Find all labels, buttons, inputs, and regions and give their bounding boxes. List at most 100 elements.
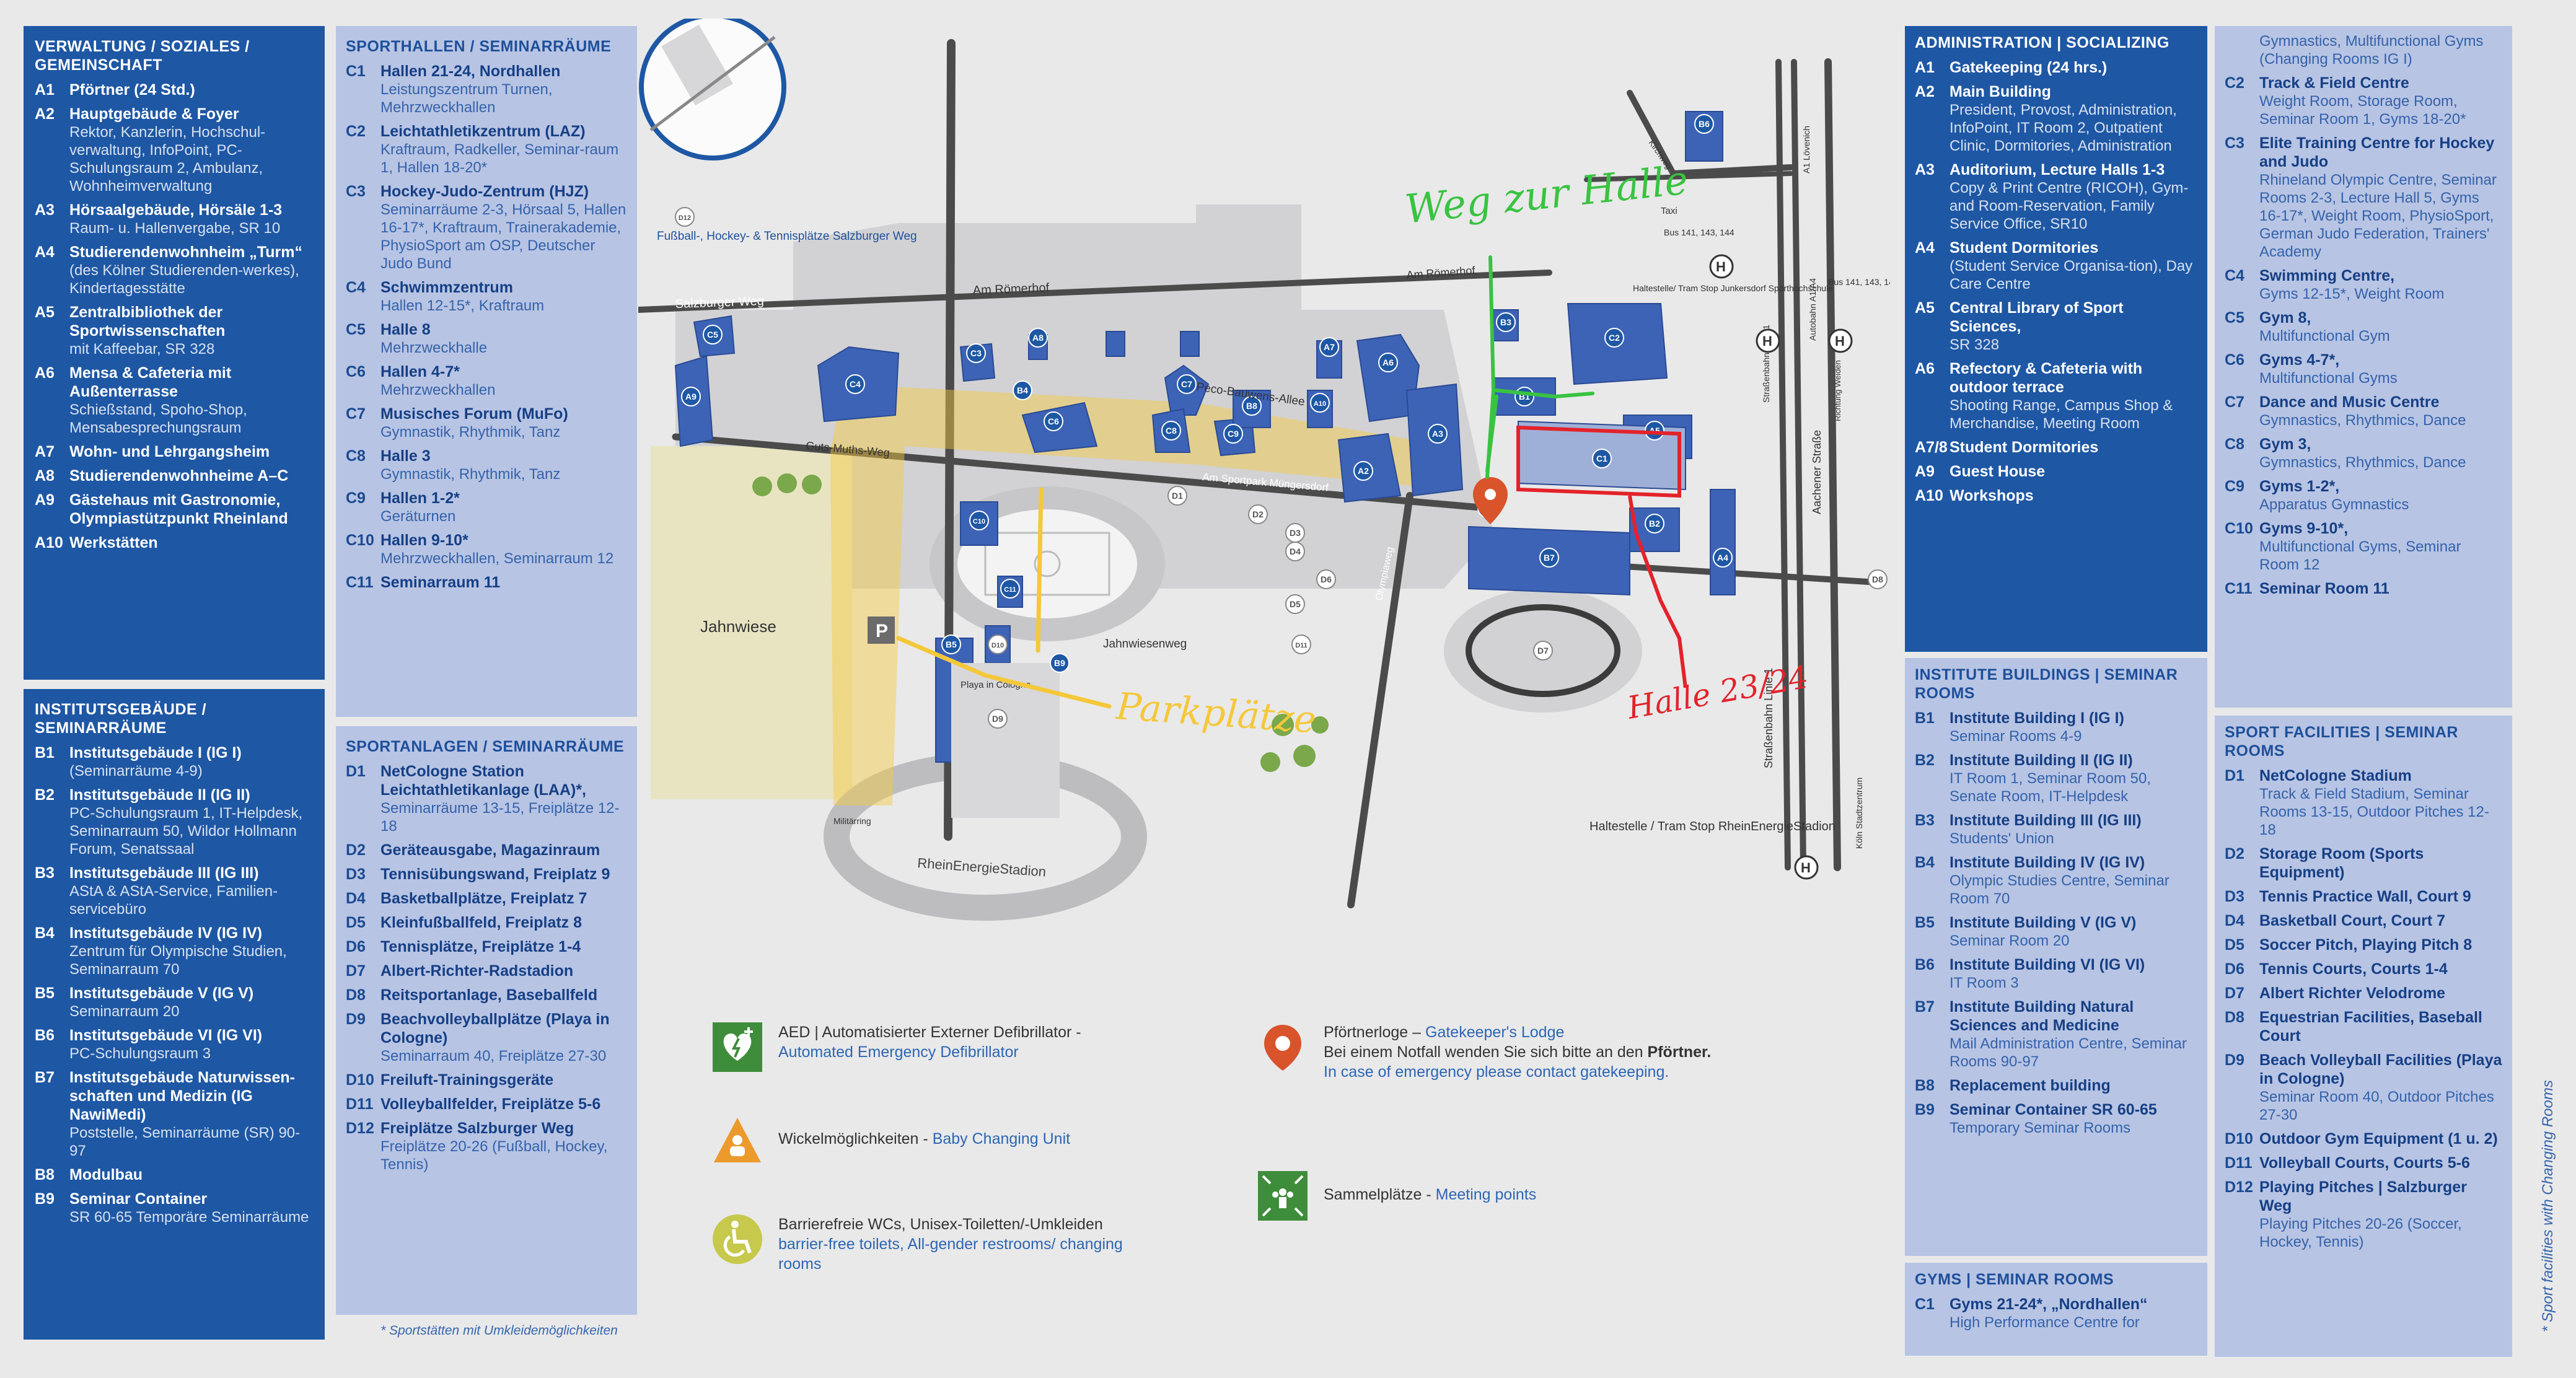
entry-name: Reitsportanlage, Baseballfeld — [380, 986, 598, 1004]
map-label-c6: C6 — [1044, 411, 1063, 431]
entry-name: Basketballplätze, Freiplatz 7 — [380, 890, 587, 907]
entry-code: D3 — [2225, 888, 2244, 905]
entry-sub: Mehrzweckhalle — [380, 340, 488, 356]
entry-name: Institutsgebäude I (IG I) — [69, 744, 242, 761]
entry-code: B5 — [35, 985, 55, 1002]
map-label-d12: D12 — [675, 207, 695, 227]
entry-code: D7 — [346, 962, 366, 980]
svg-text:H: H — [1801, 860, 1811, 876]
entry-sub: Multifunctional Gyms — [2259, 370, 2398, 387]
map-label-a8: A8 — [1028, 328, 1048, 348]
entry-name: Hockey-Judo-Zentrum (HJZ) — [380, 183, 589, 200]
legend-wc-en: barrier-free toilets, All-gender restroo… — [778, 1235, 1123, 1273]
entry-name: Institutsgebäude II (IG II) — [69, 786, 250, 804]
entry-code: C1 — [1915, 1296, 1935, 1313]
entry-name: Equestrian Facilities, Baseball Court — [2259, 1009, 2482, 1045]
entry-name: Pförtner (24 Std.) — [69, 81, 195, 99]
entry-code: D10 — [346, 1071, 374, 1089]
playa-area — [951, 663, 1060, 818]
entry-sub: Raum- u. Hallenvergabe, SR 10 — [69, 220, 281, 237]
entry-code: B4 — [35, 924, 55, 942]
entry-code: D3 — [346, 866, 366, 883]
svg-text:A9: A9 — [685, 392, 697, 402]
entry-sub: Geräturnen — [380, 508, 456, 525]
map-label-b6: B6 — [1694, 114, 1714, 134]
panel-title: SPORTHALLEN / SEMINARRÄUME — [346, 38, 612, 55]
entry-code: B2 — [1915, 752, 1935, 769]
entry-name: Zentralbibliothek der Sportwissenschafte… — [69, 304, 226, 340]
entry-code: A9 — [1915, 463, 1935, 480]
map-label-b3: B3 — [1496, 312, 1516, 332]
legend-gate-en2: In case of emergency please contact gate… — [1324, 1063, 1669, 1081]
street-richtung-weiden: Richtung Weiden — [1833, 360, 1842, 421]
road-tram-line1b — [1791, 59, 1806, 871]
entry-code: C11 — [2225, 580, 2253, 597]
legend-entry: Gymnastics, Multifunctional Gyms (Changi… — [2225, 32, 2502, 68]
legend-meeting: Sammelplätze - Meeting points — [1258, 1171, 1536, 1221]
legend-aed-en: Automated Emergency Defibrillator — [778, 1043, 1019, 1061]
entry-code: C7 — [346, 405, 366, 423]
map-label-d6: D6 — [1316, 569, 1336, 589]
svg-text:B8: B8 — [1246, 401, 1257, 411]
entry-name: Refectory & Cafeteria with outdoor terra… — [1950, 360, 2143, 396]
entry-code: A10 — [35, 534, 63, 551]
entry-sub: Weight Room, Storage Room, Seminar Room … — [2259, 93, 2466, 128]
entry-sub: Seminarräume 13-15, Freiplätze 12-18 — [380, 800, 620, 835]
entry-sub: Gyms 12-15*, Weight Room — [2259, 286, 2445, 302]
panel-title: GYMS | SEMINAR ROOMS — [1915, 1271, 2114, 1288]
entry-name: Seminarraum 11 — [380, 574, 501, 591]
entry-name: Seminar Container — [69, 1190, 208, 1208]
entry-sub: Gymnastik, Rhythmik, Tanz — [380, 424, 561, 441]
panel-title: VERWALTUNG / SOZIALES / GEMEINSCHAFT — [35, 38, 250, 74]
entry-sub: Olympic Studies Centre, Seminar Room 70 — [1950, 872, 2169, 907]
entry-name: Freiluft-Trainingsgeräte — [380, 1071, 554, 1089]
entry-code: D12 — [2225, 1178, 2253, 1196]
place-tram: Haltestelle/ Tram Stop Junkersdorf Sport… — [1633, 283, 1833, 293]
svg-text:B9: B9 — [1054, 658, 1065, 668]
entry-name: Albert-Richter-Radstadion — [380, 962, 574, 980]
panel-title: INSTITUTSGEBÄUDE / SEMINARRÄUME — [35, 701, 207, 737]
entry-sub: PC-Schulungsraum 1, IT-Helpdesk, Seminar… — [69, 805, 303, 858]
map-label-a6: A6 — [1378, 353, 1398, 372]
entry-code: C10 — [2225, 520, 2253, 537]
parking-sign — [868, 617, 895, 644]
entry-sub: High Performance Centre for — [1950, 1314, 2140, 1331]
entry-name: Playing Pitches | Salzburger Weg — [2259, 1178, 2467, 1214]
wheelchair-icon — [713, 1214, 762, 1264]
entry-code: D8 — [346, 986, 366, 1004]
entry-name: Werkstätten — [69, 534, 158, 551]
map-label-c9: C9 — [1223, 424, 1243, 444]
entry-code: D12 — [346, 1120, 374, 1137]
entry-code: C2 — [2225, 74, 2244, 92]
entry-name: Freiplätze Salzburger Weg — [380, 1120, 574, 1137]
svg-text:C11: C11 — [1004, 586, 1016, 594]
entry-name: Gym 8, — [2259, 309, 2311, 327]
map-label-a4: A4 — [1713, 548, 1733, 568]
entry-name: Kleinfußballfeld, Freiplatz 8 — [380, 914, 582, 931]
map-label-b7: B7 — [1539, 548, 1559, 568]
svg-text:D11: D11 — [1295, 642, 1308, 649]
